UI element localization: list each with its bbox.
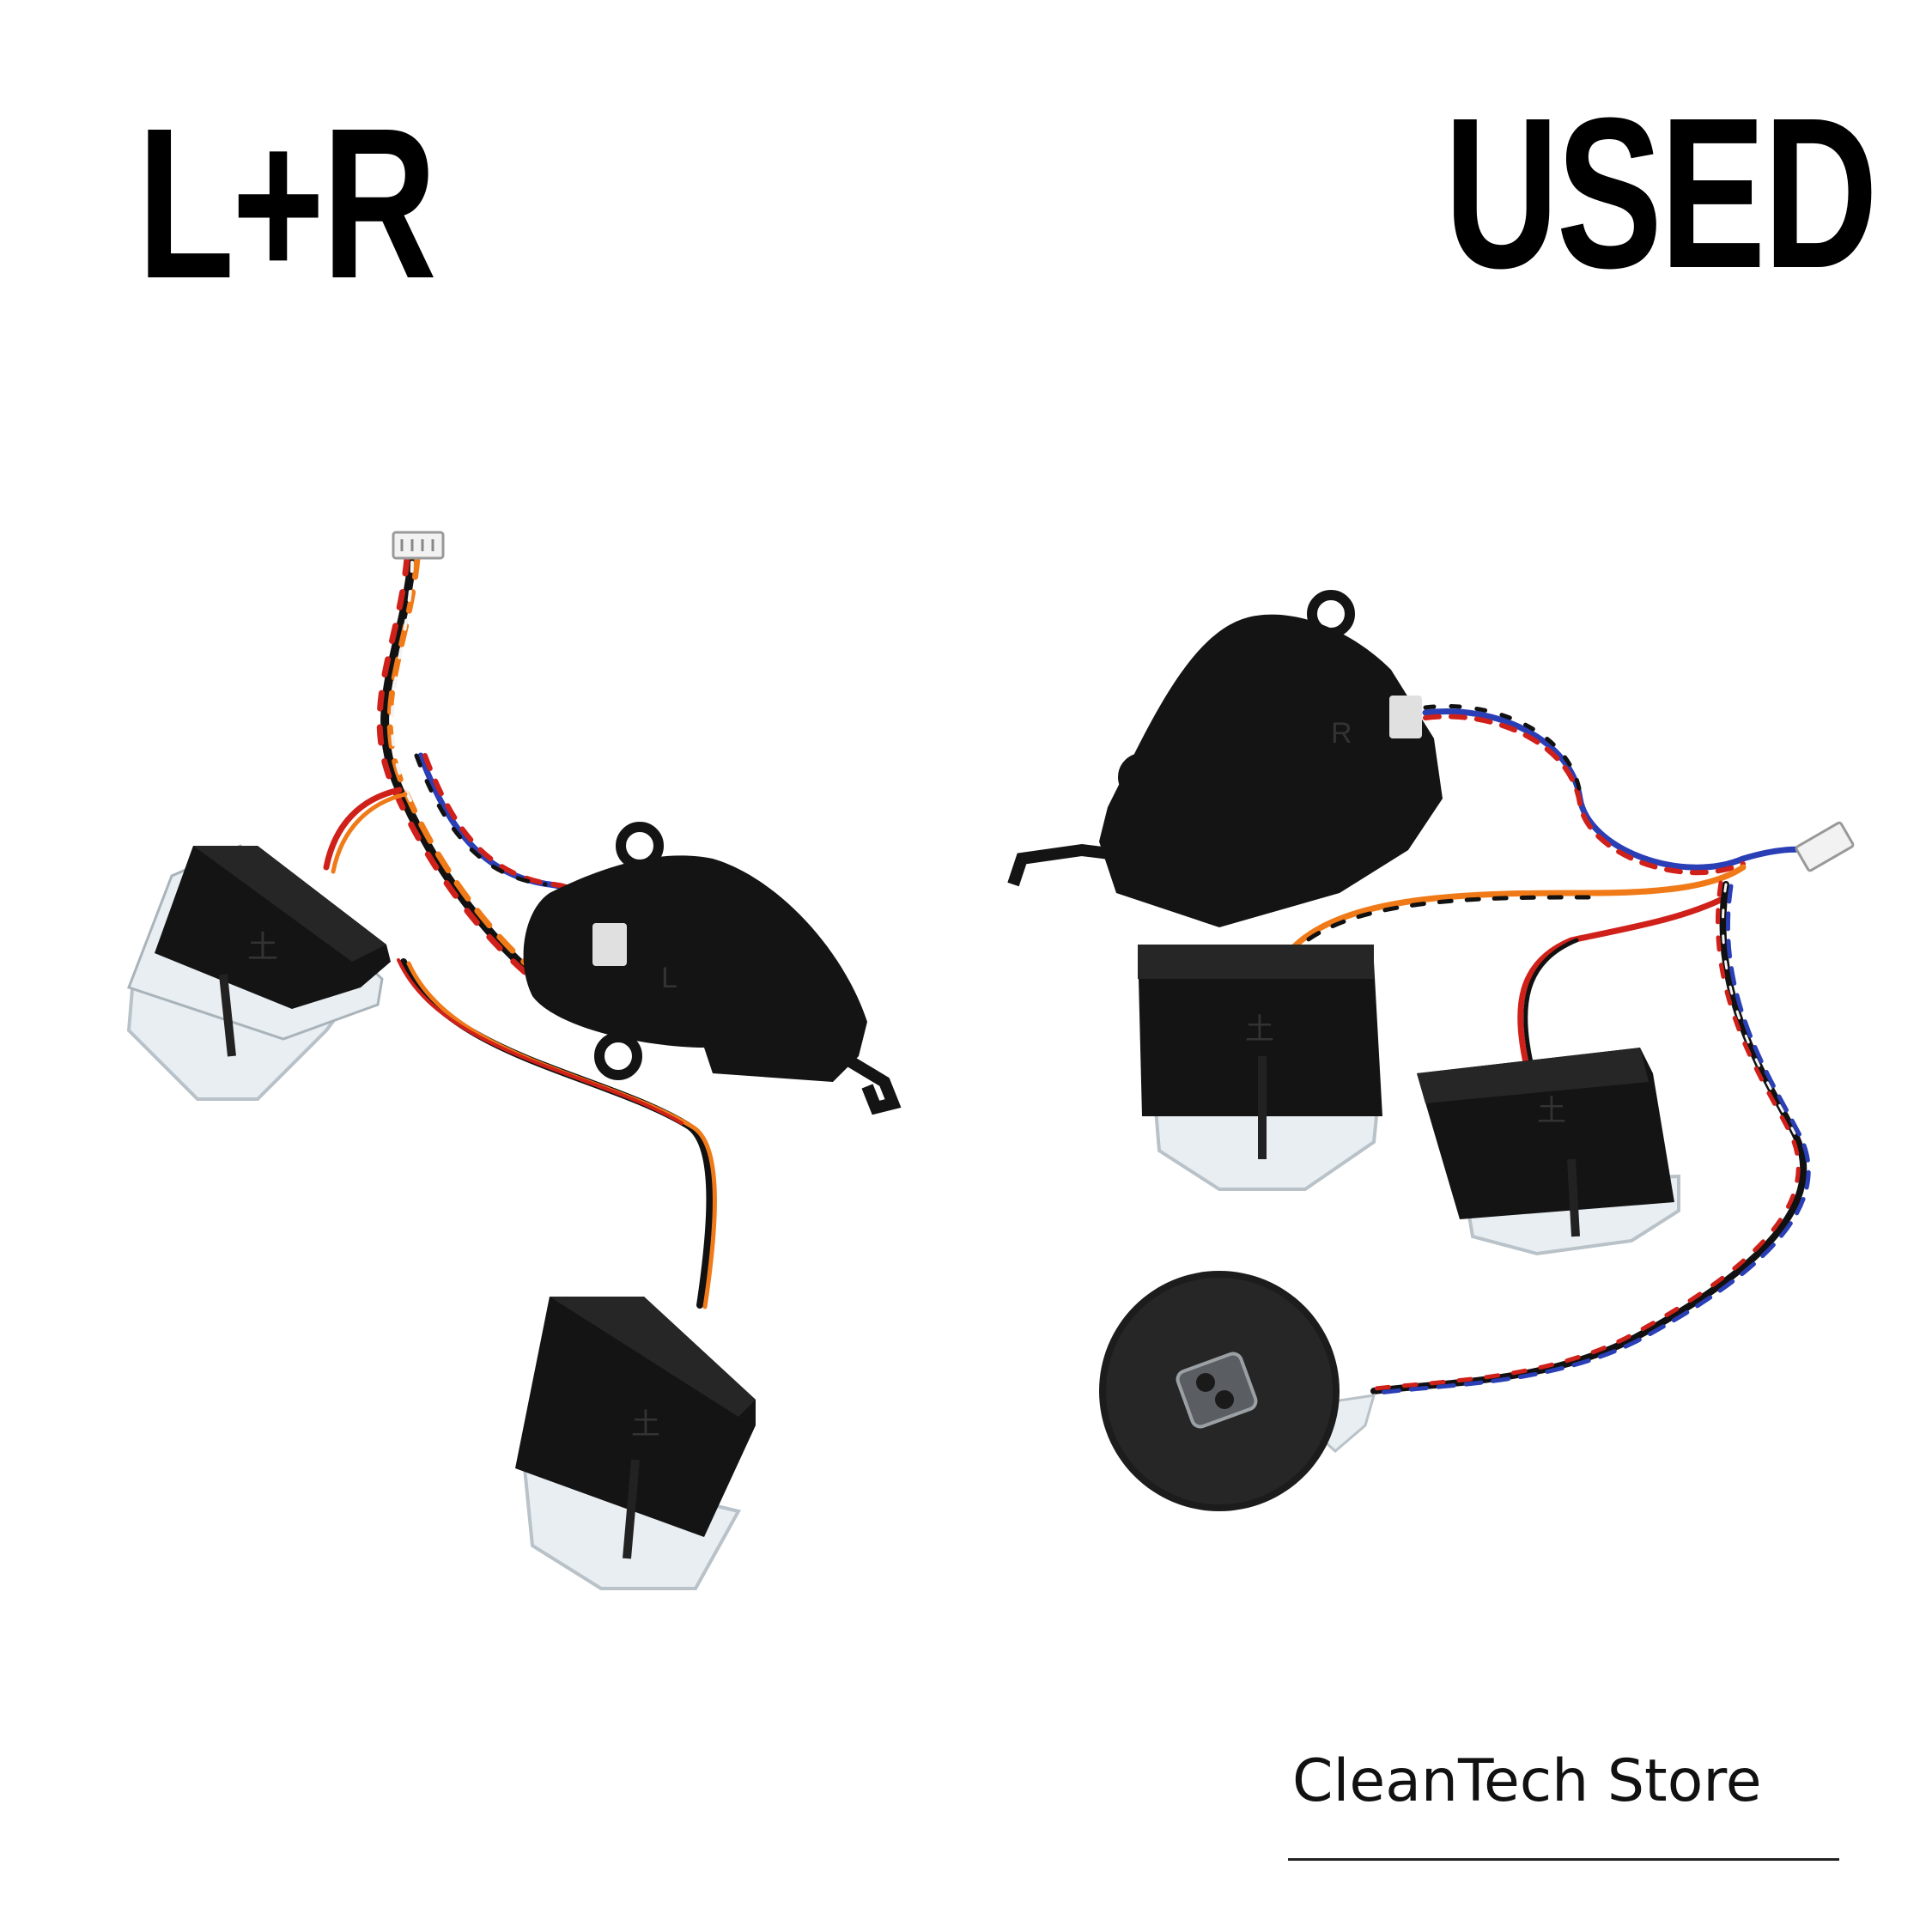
label-used: USED — [1444, 73, 1878, 313]
connector-left — [392, 531, 445, 560]
svg-text:土: 土 — [1245, 1013, 1274, 1046]
svg-text:土: 土 — [1537, 1095, 1566, 1127]
store-underline — [1288, 1858, 1839, 1861]
store-name: CleanTech Store — [1292, 1747, 1762, 1815]
cliff-sensor-right-2: 土 — [1417, 1048, 1680, 1256]
svg-text:L: L — [661, 962, 677, 994]
connector-right — [1795, 821, 1855, 872]
wheel-motor-left: L — [523, 822, 902, 1115]
wire-harness-right — [1285, 704, 1824, 1395]
label-left-right: L+R — [137, 83, 437, 323]
round-sensor — [1099, 1271, 1376, 1511]
svg-text:R: R — [1331, 717, 1352, 750]
svg-text:土: 土 — [631, 1408, 660, 1441]
svg-text:土: 土 — [247, 929, 278, 964]
cliff-sensor-right-1: 土 — [1138, 945, 1382, 1191]
cliff-sensor-left-bottom: 土 — [515, 1297, 756, 1590]
wheel-motor-right: R — [1007, 590, 1443, 927]
cliff-sensor-left-top: 土 — [126, 844, 391, 1101]
